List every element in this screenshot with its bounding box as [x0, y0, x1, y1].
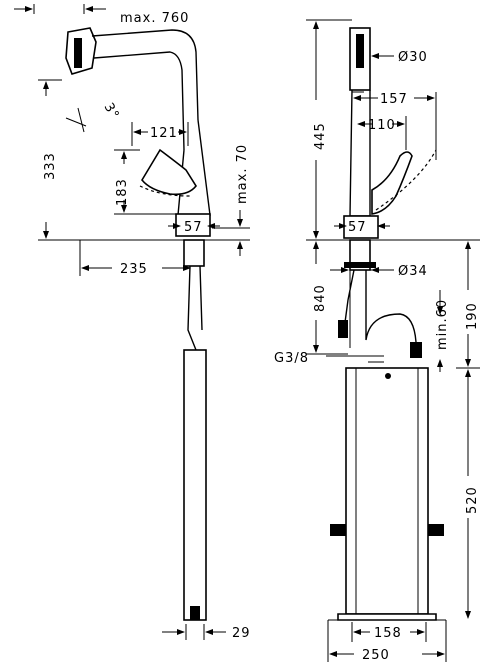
- front-view: 445 Ø30 157 110 57 Ø34 840 min.60: [274, 19, 480, 663]
- tube-end: [190, 606, 200, 620]
- spout-top: [91, 29, 199, 121]
- label-445: 445: [313, 122, 328, 150]
- lever: [141, 148, 197, 196]
- label-dia-34: Ø34: [398, 264, 428, 279]
- label-121: 121: [150, 126, 178, 141]
- front-hose-right: [365, 270, 417, 343]
- front-lever: [371, 151, 413, 215]
- hose-a: [187, 265, 197, 351]
- spray-face: [74, 38, 82, 68]
- front-spray-face: [356, 34, 364, 68]
- label-min-60: min.60: [435, 299, 450, 350]
- weight-box: [345, 367, 429, 615]
- front-body: [349, 89, 371, 217]
- label-max-70: max. 70: [235, 144, 250, 204]
- label-840: 840: [313, 284, 328, 312]
- spout-bottom: [93, 51, 185, 151]
- label-3-deg: 3°: [101, 101, 122, 123]
- shank: [183, 239, 205, 267]
- label-110: 110: [368, 118, 396, 133]
- label-g3-8: G3/8: [274, 351, 309, 366]
- clip-left: [330, 524, 346, 536]
- weight-tube: [183, 349, 207, 621]
- label-57-right: 57: [348, 220, 367, 235]
- label-183: 183: [115, 178, 130, 206]
- clip-right: [428, 524, 444, 536]
- front-lever-swing: [375, 149, 437, 211]
- label-190: 190: [465, 302, 480, 330]
- label-520: 520: [465, 486, 480, 514]
- label-158: 158: [374, 626, 402, 641]
- hose-b: [199, 265, 203, 331]
- label-157: 157: [380, 92, 408, 107]
- label-dia-30: Ø30: [398, 50, 428, 65]
- label-235: 235: [120, 262, 148, 277]
- label-max-760: max. 760: [120, 11, 189, 26]
- label-250: 250: [362, 648, 390, 663]
- label-29: 29: [232, 626, 251, 641]
- side-view: max. 760 3° 333 121 183 max. 70 57: [14, 4, 251, 641]
- label-57-left: 57: [184, 220, 203, 235]
- label-333: 333: [43, 152, 58, 180]
